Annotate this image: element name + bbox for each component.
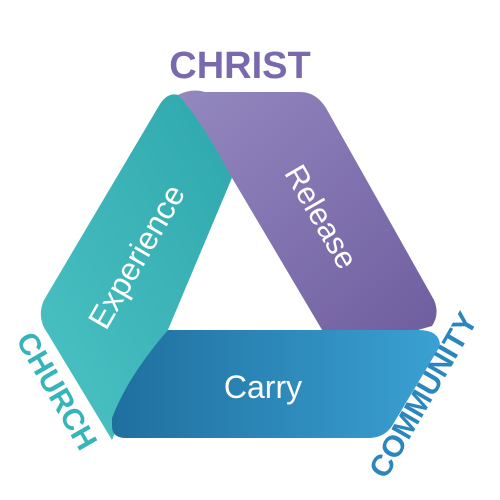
band-label-carry: Carry [224, 369, 302, 405]
band-release [178, 90, 437, 330]
corner-label-christ: CHRIST [169, 45, 310, 87]
center-triangle [168, 178, 322, 330]
band-carry [112, 330, 440, 438]
band-experience [40, 94, 232, 441]
